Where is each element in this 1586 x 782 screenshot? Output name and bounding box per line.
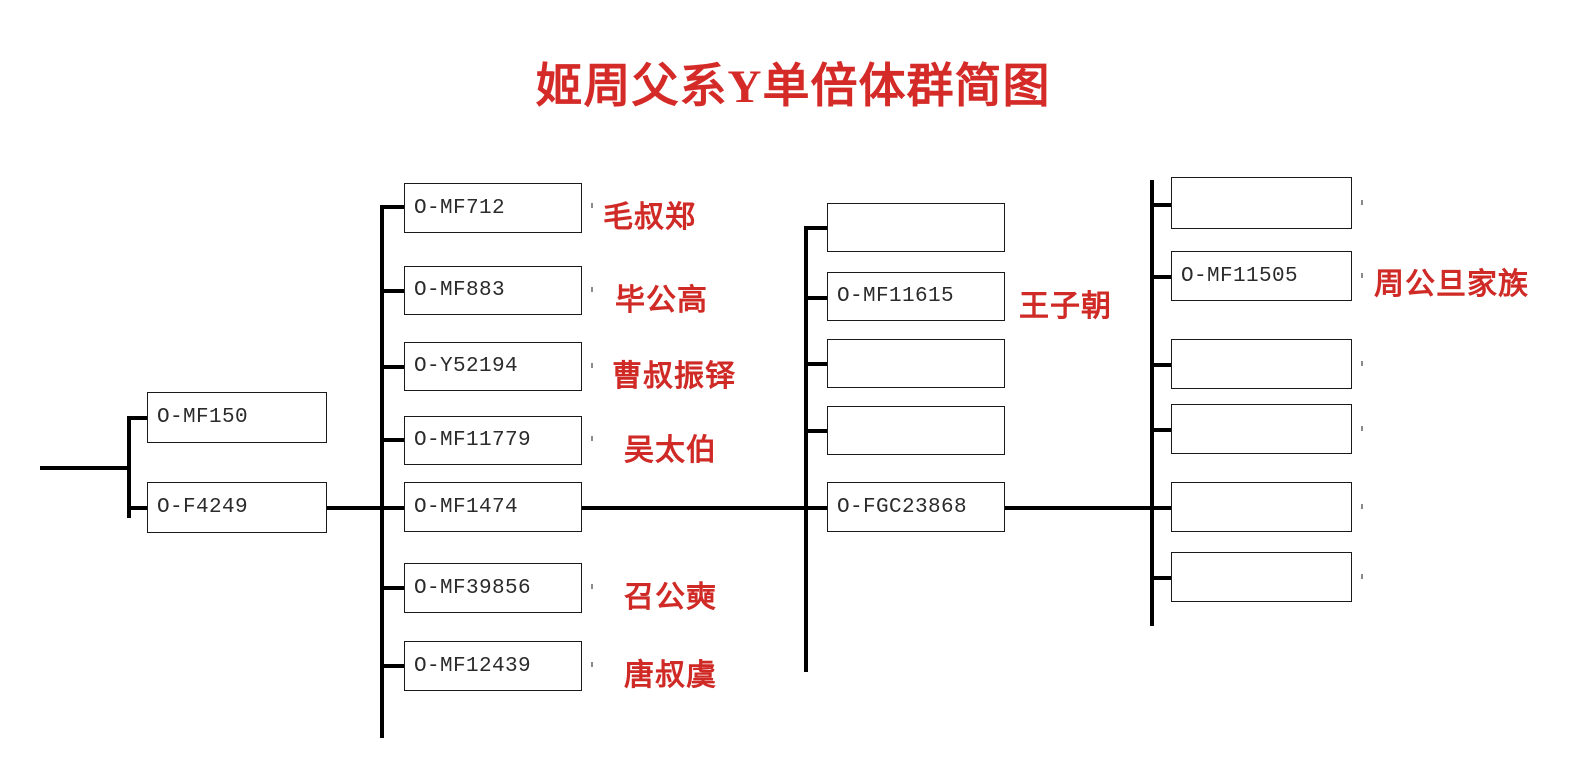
node-box-c1n1[interactable]: O-MF150 [147, 392, 327, 443]
connector-c4n4 [1150, 428, 1174, 432]
tick-mark-c2n6 [591, 584, 593, 589]
node-box-c3n5[interactable]: O-FGC23868 [827, 482, 1005, 532]
connector-c3n2 [804, 296, 830, 300]
node-box-c4n1[interactable] [1171, 177, 1352, 229]
connector-c2n2 [380, 289, 406, 293]
node-box-c2n5[interactable]: O-MF1474 [404, 482, 582, 532]
column-1-trunk [127, 418, 131, 518]
connector-c3n1 [804, 226, 830, 230]
connector-c2n6 [380, 586, 406, 590]
connector-c2n3 [380, 365, 406, 369]
tick-mark-c4n5 [1361, 504, 1363, 509]
tick-mark-c2n4 [591, 436, 593, 441]
node-label-c4n2: O-MF11505 [1181, 264, 1299, 288]
connector-c2n1 [380, 205, 406, 209]
annotation-c2n1: 毛叔郑 [603, 201, 696, 234]
connector-c4n1 [1150, 203, 1174, 207]
node-box-c3n4[interactable] [827, 406, 1005, 455]
connector-c2n7 [380, 664, 406, 668]
node-box-c4n2[interactable]: O-MF11505 [1171, 251, 1352, 301]
node-box-c1n2[interactable]: O-F4249 [147, 482, 327, 533]
page-title: 姬周父系Y单倍体群简图 [535, 61, 1051, 113]
column-4-trunk [1150, 180, 1154, 626]
tick-mark-c4n6 [1361, 574, 1363, 579]
node-label-c2n6: O-MF39856 [414, 576, 532, 600]
connector-c4n6 [1150, 576, 1174, 580]
connector-c2n4 [380, 438, 406, 442]
annotation-c2n6: 召公奭 [624, 581, 717, 614]
node-box-c4n4[interactable] [1171, 404, 1352, 454]
node-box-c4n3[interactable] [1171, 339, 1352, 389]
tick-mark-c2n1 [591, 203, 593, 208]
node-label-c2n5: O-MF1474 [414, 495, 519, 519]
column-2-trunk [380, 205, 384, 738]
annotation-c2n4: 吴太伯 [624, 434, 717, 467]
annotation-c4n2: 周公旦家族 [1374, 268, 1529, 301]
node-box-c2n1[interactable]: O-MF712 [404, 183, 582, 233]
connector-c4n3 [1150, 363, 1174, 367]
annotation-c3n2: 王子朝 [1019, 290, 1112, 323]
link-c3n5-to-column-4 [1004, 506, 1156, 510]
node-box-c2n2[interactable]: O-MF883 [404, 266, 582, 315]
node-box-c3n3[interactable] [827, 339, 1005, 388]
node-box-c4n5[interactable] [1171, 482, 1352, 532]
tick-mark-c4n1 [1361, 200, 1363, 205]
connector-c2n5 [380, 506, 406, 510]
node-label-c1n1: O-MF150 [157, 406, 249, 429]
annotation-c2n2: 毕公高 [615, 284, 708, 317]
node-label-c2n3: O-Y52194 [414, 355, 519, 378]
node-box-c3n1[interactable] [827, 203, 1005, 252]
node-label-c3n5: O-FGC23868 [837, 495, 968, 519]
connector-c3n4 [804, 429, 830, 433]
connector-c4n5 [1150, 506, 1174, 510]
column-3-trunk [804, 226, 808, 672]
connector-c4n2 [1150, 275, 1174, 279]
node-label-c2n4: O-MF11779 [414, 429, 532, 452]
tick-mark-c4n4 [1361, 426, 1363, 431]
tick-mark-c2n2 [591, 287, 593, 292]
connector-c1n1 [127, 416, 149, 420]
node-box-c4n6[interactable] [1171, 552, 1352, 602]
annotation-c2n3: 曹叔振铎 [612, 360, 736, 393]
link-c2n5-to-column-3 [580, 506, 810, 510]
connector-c3n5 [804, 506, 830, 510]
annotation-c2n7: 唐叔虞 [624, 659, 717, 692]
node-box-c2n6[interactable]: O-MF39856 [404, 563, 582, 613]
connector-c1n2 [127, 506, 149, 510]
tick-mark-c4n2 [1361, 273, 1363, 278]
tick-mark-c4n3 [1361, 361, 1363, 366]
node-label-c2n7: O-MF12439 [414, 654, 532, 678]
link-c1n2-to-column-2 [327, 506, 383, 510]
connector-c3n3 [804, 362, 830, 366]
node-box-c2n3[interactable]: O-Y52194 [404, 342, 582, 391]
node-label-c3n2: O-MF11615 [837, 285, 955, 308]
tick-mark-c2n3 [591, 363, 593, 368]
node-box-c2n4[interactable]: O-MF11779 [404, 416, 582, 465]
root-stem-line [40, 466, 130, 470]
node-box-c2n7[interactable]: O-MF12439 [404, 641, 582, 691]
node-label-c1n2: O-F4249 [157, 496, 249, 519]
node-label-c2n1: O-MF712 [414, 196, 506, 220]
tick-mark-c2n7 [591, 662, 593, 667]
node-box-c3n2[interactable]: O-MF11615 [827, 272, 1005, 321]
node-label-c2n2: O-MF883 [414, 279, 506, 302]
